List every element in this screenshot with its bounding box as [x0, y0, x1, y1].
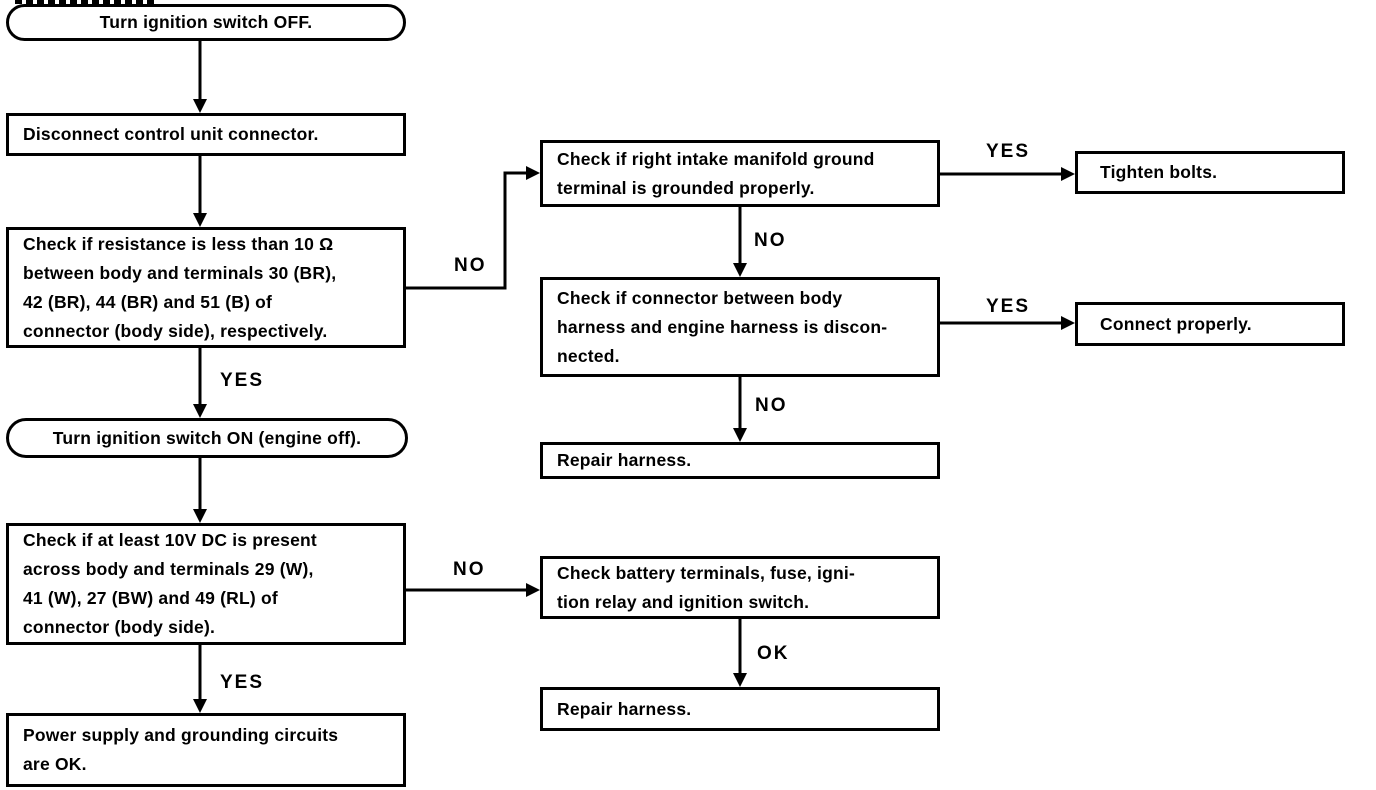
node-tighten-bolts: Tighten bolts. — [1075, 151, 1345, 194]
arrowhead-right-icon — [1061, 316, 1075, 330]
arrowhead-down-icon — [193, 509, 207, 523]
node-check-harness-connector: Check if connector between body harness … — [540, 277, 940, 377]
node-repair-harness-1-text: Repair harness. — [557, 450, 692, 470]
edge-label-voltage-yes: YES — [220, 672, 265, 693]
arrowhead-down-icon — [193, 699, 207, 713]
node-disconnect-connector: Disconnect control unit connector. — [6, 113, 406, 156]
edge-label-resistance-yes: YES — [220, 370, 265, 391]
node-check-resistance: Check if resistance is less than 10 Ω be… — [6, 227, 406, 348]
node-connect-properly: Connect properly. — [1075, 302, 1345, 346]
edge-label-voltage-no: NO — [453, 559, 486, 580]
node-connect-properly-text: Connect properly. — [1100, 313, 1252, 334]
node-tighten-bolts-text: Tighten bolts. — [1100, 162, 1218, 182]
node-power-ok: Power supply and grounding circuits are … — [6, 713, 406, 787]
node-turn-ignition-on: Turn ignition switch ON (engine off). — [6, 418, 408, 458]
node-check-ground-terminal-text: Check if right intake manifold ground te… — [557, 148, 875, 198]
node-turn-ignition-on-text: Turn ignition switch ON (engine off). — [52, 427, 362, 448]
clipped-print-artifact — [15, 0, 157, 4]
arrowhead-down-icon — [193, 213, 207, 227]
node-check-battery-text: Check battery terminals, fuse, igni- tio… — [557, 562, 855, 612]
edge-label-ground-no: NO — [754, 230, 787, 251]
edge-label-battery-ok: OK — [757, 643, 790, 664]
node-disconnect-connector-text: Disconnect control unit connector. — [23, 124, 319, 144]
node-check-resistance-text: Check if resistance is less than 10 Ω be… — [23, 233, 337, 341]
node-repair-harness-2: Repair harness. — [540, 687, 940, 731]
node-check-battery: Check battery terminals, fuse, igni- tio… — [540, 556, 940, 619]
node-check-ground-terminal: Check if right intake manifold ground te… — [540, 140, 940, 207]
node-turn-ignition-off: Turn ignition switch OFF. — [6, 4, 406, 41]
node-check-voltage: Check if at least 10V DC is present acro… — [6, 523, 406, 645]
arrowhead-down-icon — [733, 263, 747, 277]
node-repair-harness-2-text: Repair harness. — [557, 698, 692, 719]
node-check-harness-connector-text: Check if connector between body harness … — [557, 287, 888, 366]
arrowhead-right-icon — [526, 583, 540, 597]
node-repair-harness-1: Repair harness. — [540, 442, 940, 479]
arrowhead-down-icon — [193, 99, 207, 113]
edge-label-harness-no: NO — [755, 395, 788, 416]
edge-label-harness-yes: YES — [986, 296, 1031, 317]
edge-label-resistance-no: NO — [454, 255, 487, 276]
arrowhead-down-icon — [193, 404, 207, 418]
arrowhead-right-icon — [526, 166, 540, 180]
node-power-ok-text: Power supply and grounding circuits are … — [23, 725, 339, 774]
arrowhead-down-icon — [733, 673, 747, 687]
node-turn-ignition-off-text: Turn ignition switch OFF. — [99, 12, 313, 32]
edge-label-ground-yes: YES — [986, 141, 1031, 162]
arrowhead-down-icon — [733, 428, 747, 442]
edge-resistance-no-line — [406, 171, 526, 290]
node-check-voltage-text: Check if at least 10V DC is present acro… — [23, 530, 317, 637]
arrowhead-right-icon — [1061, 167, 1075, 181]
